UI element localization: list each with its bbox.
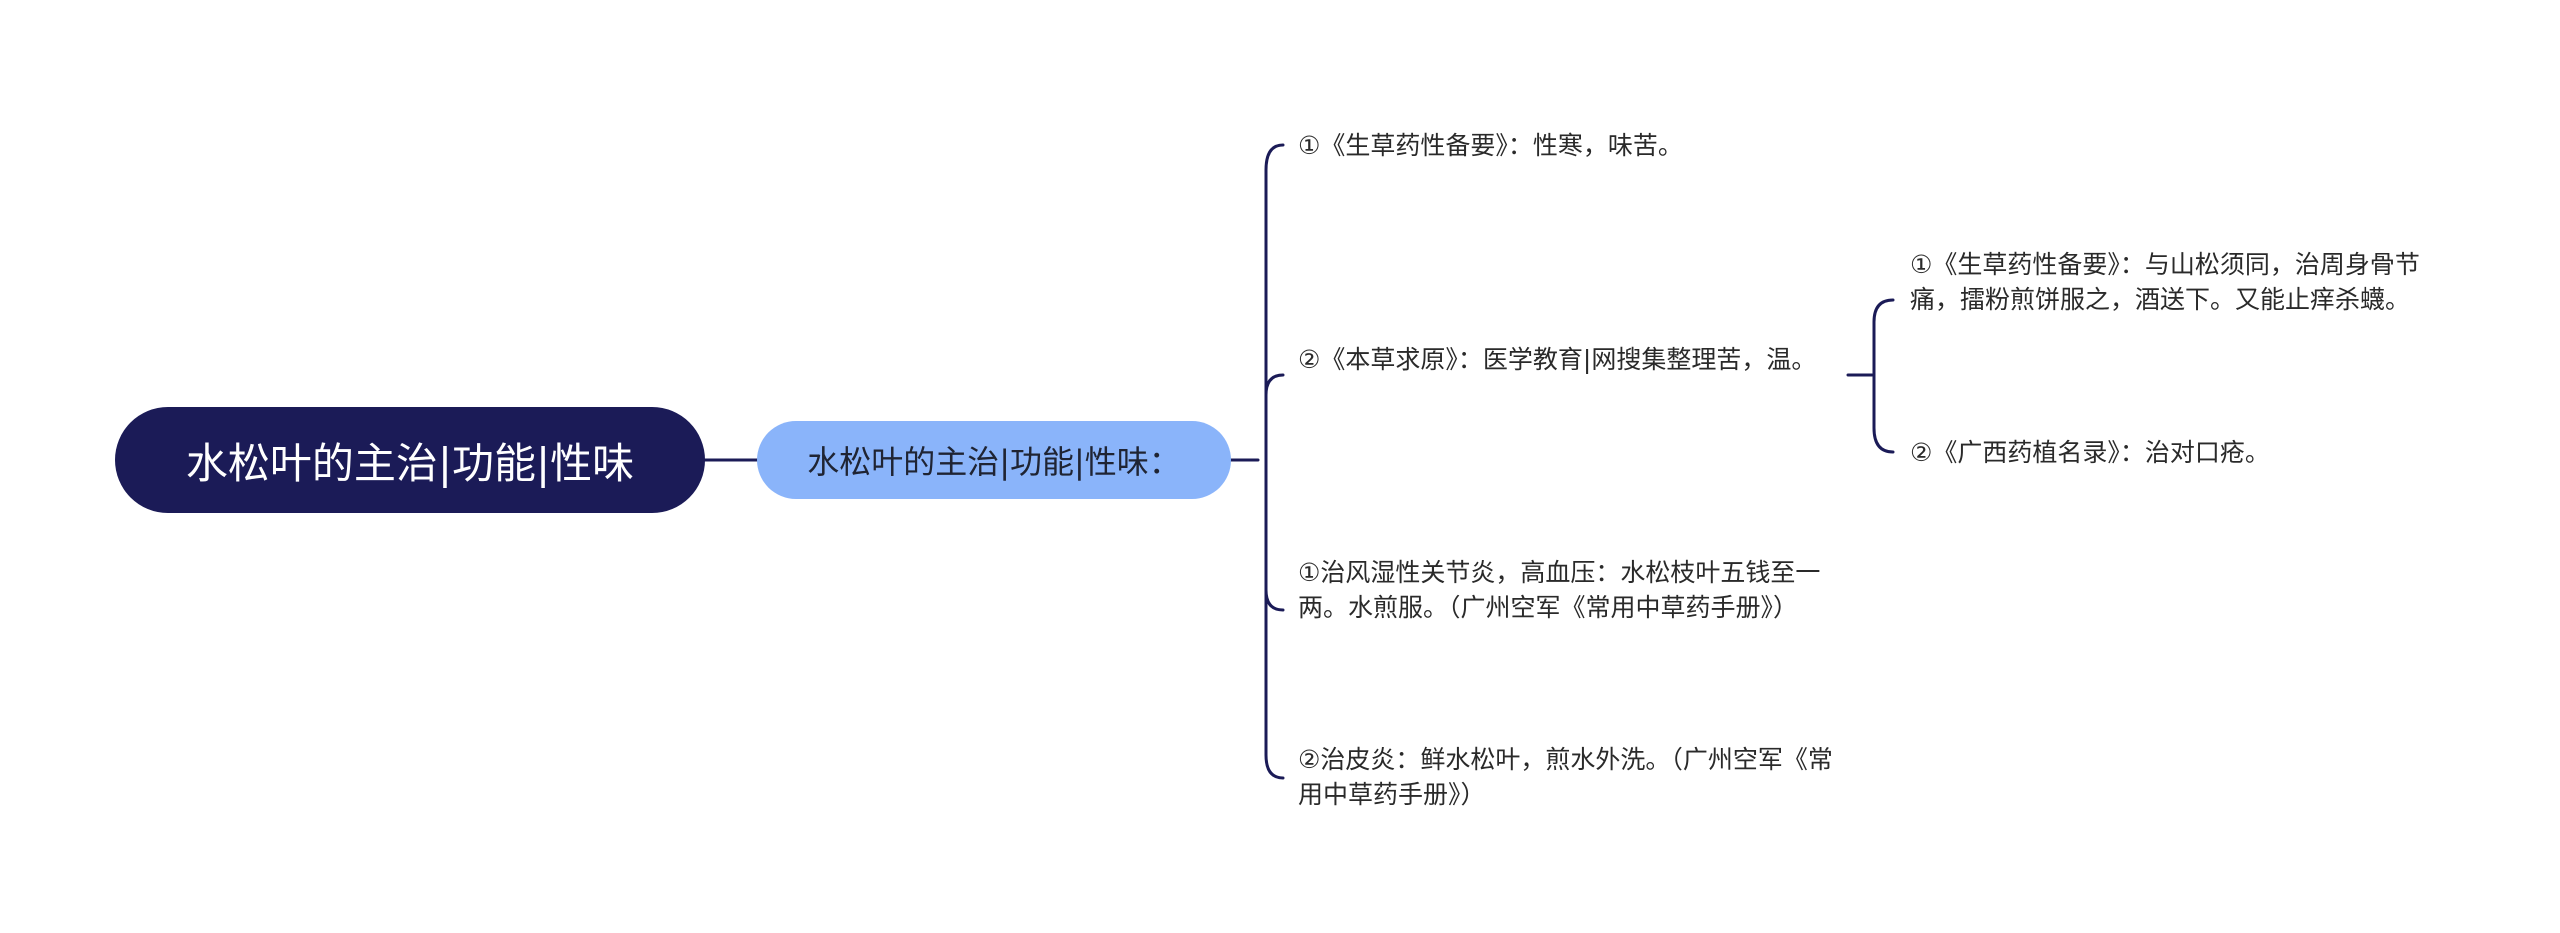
leaf-node-2[interactable]: ②《本草求原》：医学教育|网搜集整理苦，温。 <box>1298 345 1817 374</box>
leaf-node-4[interactable]: ②治皮炎：鲜水松叶，煎水外洗。（广州空军《常用中草药手册》） <box>1298 745 1833 809</box>
leaf-node-2-child-1[interactable]: ①《生草药性备要》：与山松须同，治周身骨节痛，擂粉煎饼服之，酒送下。又能止痒杀蠛… <box>1910 250 2420 314</box>
leaf-node-2-child-2[interactable]: ②《广西药植名录》：治对口疮。 <box>1910 438 2270 467</box>
leaf-node-1[interactable]: ①《生草药性备要》：性寒，味苦。 <box>1298 131 1683 160</box>
root-node-label: 水松叶的主治|功能|性味 <box>185 438 635 488</box>
connector-main-bracket <box>1264 143 1285 780</box>
connector-tick-leaf-3 <box>1264 588 1285 612</box>
branch-node-label: 水松叶的主治|功能|性味： <box>807 443 1181 481</box>
leaf-node-3[interactable]: ①治风湿性关节炎，高血压：水松枝叶五钱至一两。水煎服。（广州空军《常用中草药手册… <box>1298 558 1821 622</box>
root-node[interactable]: 水松叶的主治|功能|性味 <box>115 407 705 513</box>
connector-tick-leaf-2 <box>1264 373 1285 397</box>
branch-node[interactable]: 水松叶的主治|功能|性味： <box>757 421 1231 499</box>
connector-sub-bracket <box>1872 298 1895 454</box>
